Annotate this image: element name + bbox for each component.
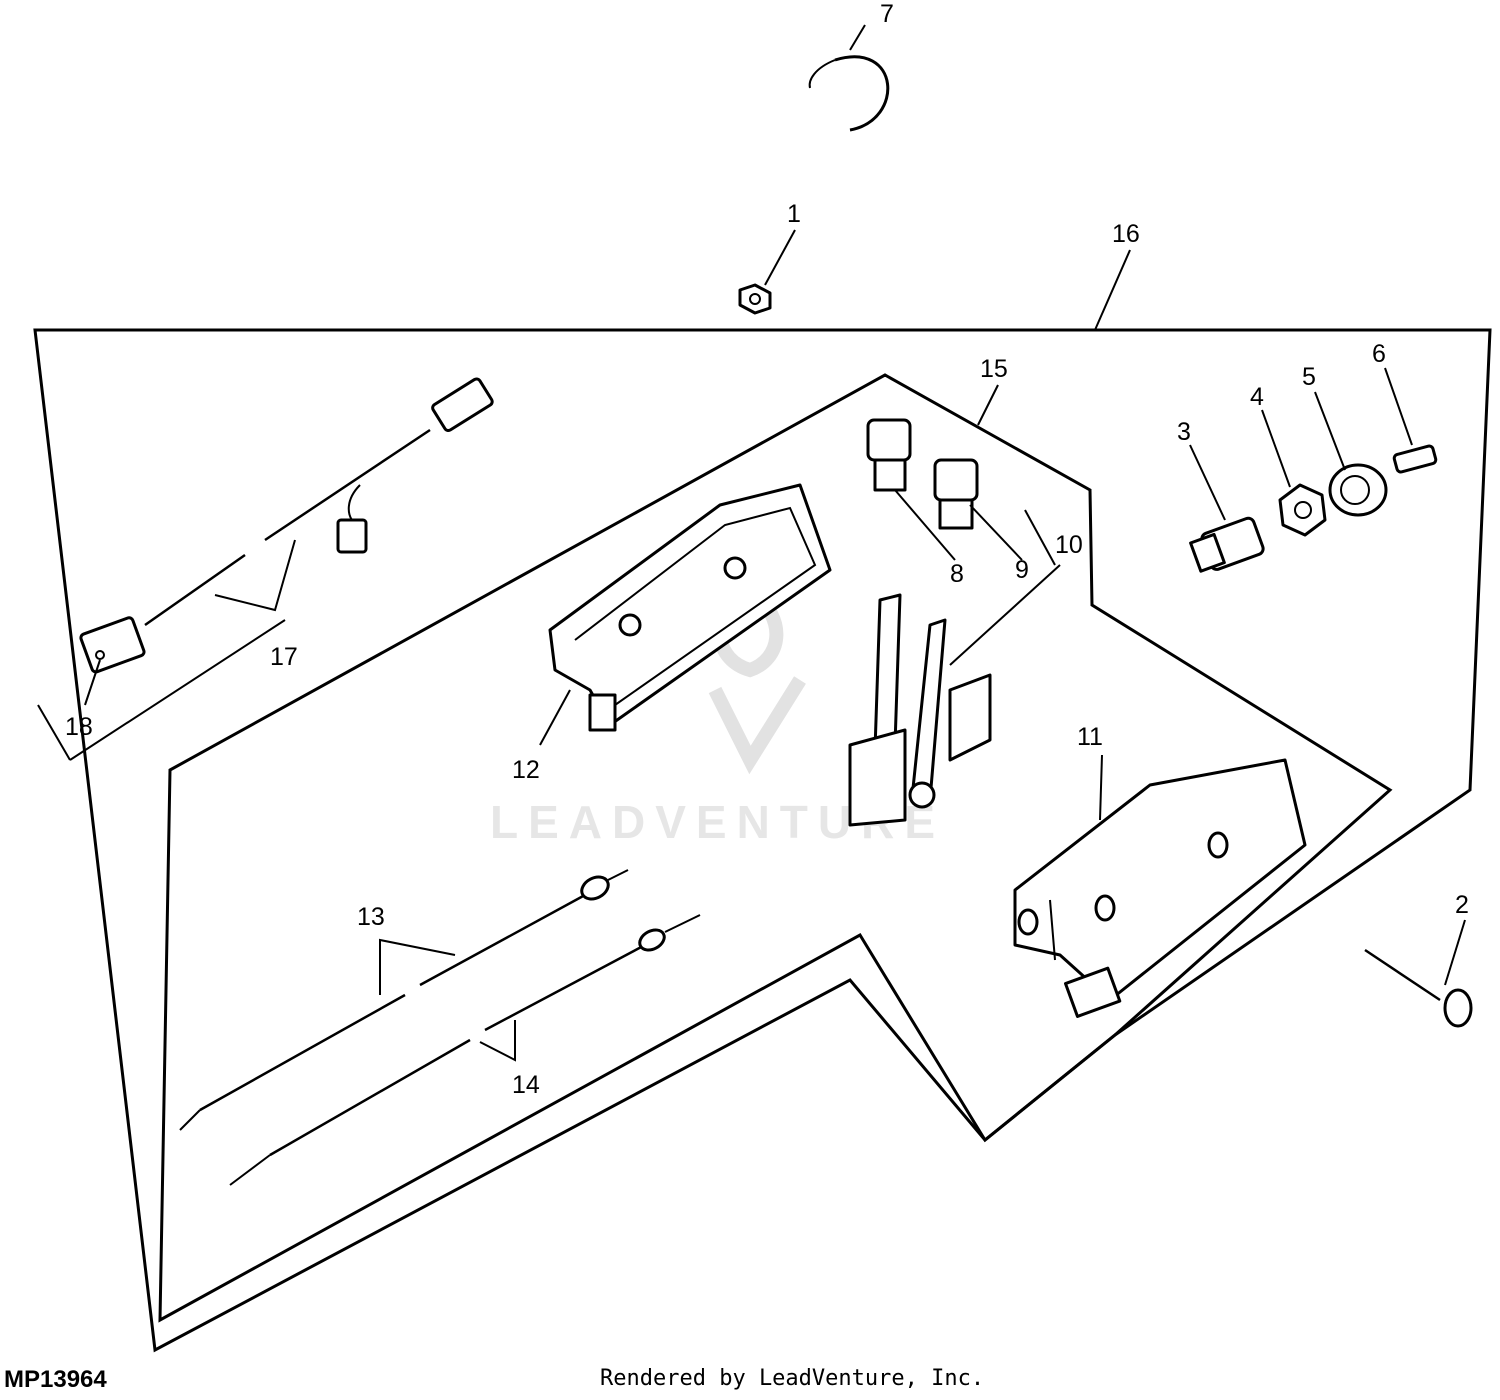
callout-16: 16 bbox=[1112, 220, 1140, 248]
callout-10: 10 bbox=[1055, 531, 1083, 559]
part-6-valve bbox=[1392, 444, 1438, 474]
part-10-lever bbox=[848, 593, 992, 827]
callout-18: 18 bbox=[65, 713, 93, 741]
part-9-gear bbox=[933, 458, 979, 530]
part-1-nut bbox=[738, 283, 772, 315]
leader-lines bbox=[37, 24, 1466, 1062]
part-2-bolt bbox=[1364, 948, 1473, 1028]
part-5-washer bbox=[1328, 463, 1388, 517]
callout-11: 11 bbox=[1077, 723, 1103, 751]
callout-13: 13 bbox=[357, 903, 385, 931]
part-8-gear bbox=[866, 418, 912, 492]
callout-7: 7 bbox=[880, 0, 894, 28]
part-17-harness bbox=[144, 377, 494, 627]
callout-5: 5 bbox=[1302, 363, 1316, 391]
part-14-cable bbox=[229, 914, 701, 1186]
callout-labels: 7 1 16 15 3 4 5 6 2 8 9 10 11 12 13 14 1… bbox=[65, 0, 1469, 1099]
callout-9: 9 bbox=[1015, 556, 1029, 584]
callout-15: 15 bbox=[980, 355, 1008, 383]
part-3-fitting bbox=[1189, 516, 1265, 573]
callout-4: 4 bbox=[1250, 383, 1264, 411]
part-7-clamp bbox=[808, 55, 890, 132]
callout-8: 8 bbox=[950, 560, 964, 588]
callout-17: 17 bbox=[270, 643, 298, 671]
render-credit: Rendered by LeadVenture, Inc. bbox=[600, 1366, 985, 1391]
part-13-cable bbox=[179, 869, 629, 1131]
part-4-nut bbox=[1278, 483, 1327, 537]
inner-outline-15 bbox=[158, 373, 1393, 1323]
callout-1: 1 bbox=[787, 200, 801, 228]
part-18-connector bbox=[79, 616, 146, 674]
callout-14: 14 bbox=[512, 1071, 540, 1099]
part-11-bracket bbox=[1013, 758, 1307, 1018]
part-12-bracket bbox=[548, 483, 832, 732]
callout-12: 12 bbox=[512, 756, 540, 784]
callout-2: 2 bbox=[1455, 891, 1469, 919]
figure-id: MP13964 bbox=[4, 1366, 107, 1393]
callout-3: 3 bbox=[1177, 418, 1191, 446]
callout-6: 6 bbox=[1372, 340, 1386, 368]
